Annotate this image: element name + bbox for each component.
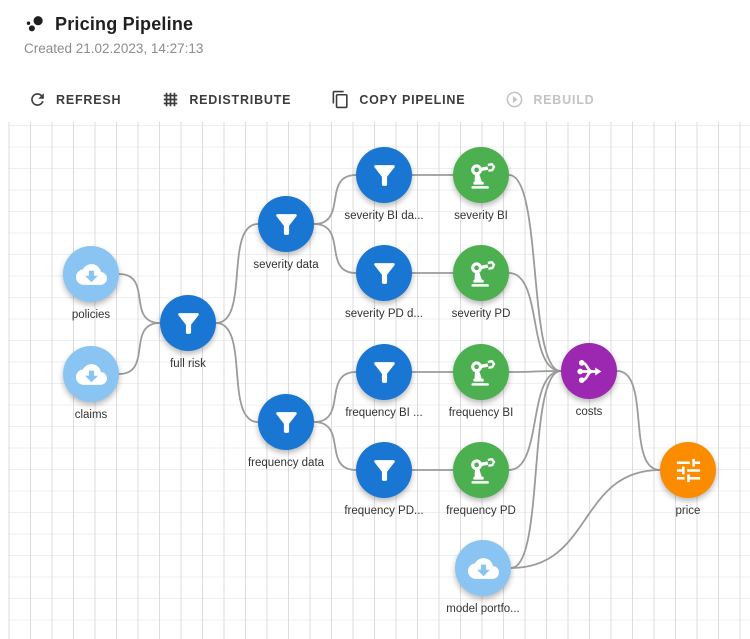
created-timestamp: Created 21.02.2023, 14:27:13 xyxy=(24,41,204,56)
page-header: Pricing Pipeline Created 21.02.2023, 14:… xyxy=(24,13,204,57)
toolbar: REFRESH REDISTRIBUTE COPY PIPELINE REBUILD xyxy=(26,86,597,113)
node-circle-costs[interactable] xyxy=(561,343,617,399)
merge-icon xyxy=(574,356,605,387)
node-label-costs: costs xyxy=(575,406,603,418)
cloud-download-icon xyxy=(75,359,107,390)
filter-icon xyxy=(173,308,204,339)
node-circle-severity-pd-data[interactable] xyxy=(356,245,412,301)
node-label-frequency-bi: frequency BI xyxy=(448,407,514,419)
node-circle-full-risk[interactable] xyxy=(160,295,216,351)
node-label-severity-pd-data: severity PD d... xyxy=(345,308,423,320)
node-label-frequency-pd: frequency PD xyxy=(446,505,516,517)
node-circle-severity-pd[interactable] xyxy=(453,245,509,301)
cloud-download-icon xyxy=(467,553,499,584)
robot-arm-icon xyxy=(466,455,497,486)
node-label-full-risk: full risk xyxy=(170,358,206,370)
cloud-download-icon xyxy=(75,259,107,290)
node-circle-frequency-data[interactable] xyxy=(258,394,314,450)
node-circle-price[interactable] xyxy=(660,442,716,498)
tune-icon xyxy=(673,455,704,486)
robot-arm-icon xyxy=(466,258,497,289)
node-label-severity-bi: severity BI xyxy=(454,210,508,222)
node-circle-claims[interactable] xyxy=(63,346,119,402)
node-label-severity-data: severity data xyxy=(253,259,319,271)
node-circle-policies[interactable] xyxy=(63,246,119,302)
node-label-frequency-data: frequency data xyxy=(247,457,325,469)
filter-icon xyxy=(271,209,302,240)
filter-icon xyxy=(369,160,400,191)
play-circle-icon xyxy=(505,90,524,109)
node-label-price: price xyxy=(675,505,701,517)
node-circle-frequency-pd-data[interactable] xyxy=(356,442,412,498)
copy-icon xyxy=(331,90,350,109)
node-label-claims: claims xyxy=(74,409,108,421)
node-label-model-portfolio: model portfo... xyxy=(446,603,520,615)
node-label-severity-bi-data: severity BI da... xyxy=(344,210,424,222)
page-title: Pricing Pipeline xyxy=(55,13,194,34)
robot-arm-icon xyxy=(466,357,497,388)
redistribute-button[interactable]: REDISTRIBUTE xyxy=(159,86,293,113)
filter-icon xyxy=(369,455,400,486)
node-label-frequency-pd-data: frequency PD... xyxy=(344,505,424,517)
node-circle-frequency-pd[interactable] xyxy=(453,442,509,498)
node-circle-frequency-bi-data[interactable] xyxy=(356,344,412,400)
copy-pipeline-button[interactable]: COPY PIPELINE xyxy=(329,86,467,113)
refresh-label: REFRESH xyxy=(56,92,122,107)
filter-icon xyxy=(271,407,302,438)
node-label-severity-pd: severity PD xyxy=(451,308,511,320)
node-circle-frequency-bi[interactable] xyxy=(453,344,509,400)
rebuild-label: REBUILD xyxy=(533,92,595,107)
bubble-chart-icon xyxy=(26,16,43,32)
robot-arm-icon xyxy=(466,160,497,191)
node-label-frequency-bi-data: frequency BI ... xyxy=(345,407,423,419)
node-label-policies: policies xyxy=(71,309,111,321)
redistribute-label: REDISTRIBUTE xyxy=(189,92,292,107)
node-circle-model-portfolio[interactable] xyxy=(455,540,511,596)
refresh-button[interactable]: REFRESH xyxy=(26,86,123,113)
refresh-icon xyxy=(28,90,47,109)
copy-pipeline-label: COPY PIPELINE xyxy=(359,92,466,107)
grid-icon xyxy=(161,90,180,109)
node-circle-severity-data[interactable] xyxy=(258,196,314,252)
node-circle-severity-bi-data[interactable] xyxy=(356,147,412,203)
filter-icon xyxy=(369,357,400,388)
filter-icon xyxy=(369,258,400,289)
node-circle-severity-bi[interactable] xyxy=(453,147,509,203)
rebuild-button: REBUILD xyxy=(503,86,596,113)
